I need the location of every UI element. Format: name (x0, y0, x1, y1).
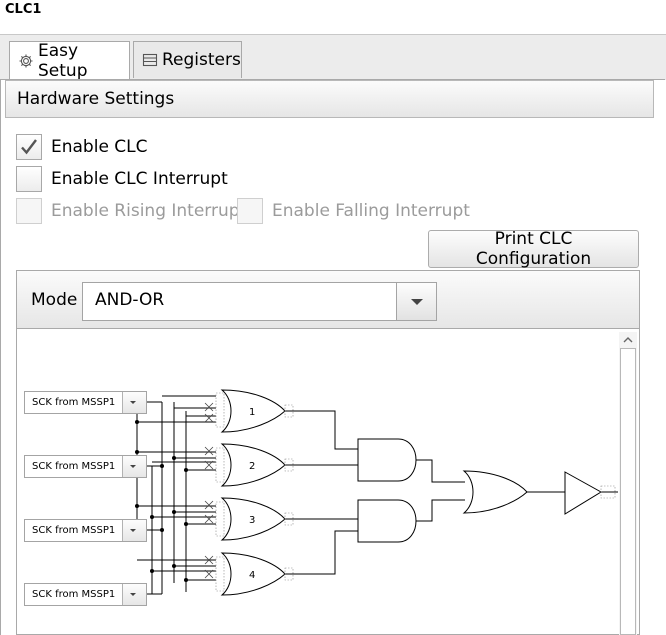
enable-falling-row: Enable Falling Interrupt (237, 198, 470, 224)
enable-rising-checkbox[interactable] (16, 198, 42, 224)
mode-select[interactable] (82, 282, 437, 321)
hardware-settings-header[interactable]: Hardware Settings (5, 80, 654, 118)
input-select-4-value: SCK from MSSP1 (32, 589, 116, 600)
mode-value: AND-OR (95, 290, 165, 310)
easy-setup-panel (0, 79, 665, 635)
enable-falling-checkbox[interactable] (237, 198, 263, 224)
enable-interrupt-row: Enable CLC Interrupt (16, 166, 228, 192)
input-select-2[interactable]: SCK from MSSP1 (24, 455, 147, 478)
input-select-2-value: SCK from MSSP1 (32, 461, 116, 472)
chevron-down-icon[interactable] (122, 456, 146, 477)
tab-easy-setup-label: Easy Setup (38, 40, 88, 81)
tab-registers[interactable]: Registers (133, 41, 242, 78)
window-title: CLC1 (5, 2, 42, 17)
checkmark-icon (21, 139, 37, 155)
gate-2-label: 2 (249, 461, 255, 472)
enable-clc-checkbox[interactable] (16, 134, 42, 160)
enable-clc-row: Enable CLC (16, 134, 148, 160)
enable-interrupt-label: Enable CLC Interrupt (51, 169, 228, 189)
mode-dropdown-arrow[interactable] (396, 282, 437, 321)
hardware-settings-title: Hardware Settings (17, 89, 175, 109)
input-select-3-value: SCK from MSSP1 (32, 525, 116, 536)
input-select-4[interactable]: SCK from MSSP1 (24, 583, 147, 606)
gate-4-label: 4 (249, 570, 255, 581)
input-select-1[interactable]: SCK from MSSP1 (24, 391, 147, 414)
mode-label: Mode (31, 290, 78, 310)
input-select-3[interactable]: SCK from MSSP1 (24, 519, 147, 542)
enable-interrupt-checkbox[interactable] (16, 166, 42, 192)
input-select-1-value: SCK from MSSP1 (32, 397, 116, 408)
chevron-down-icon[interactable] (122, 392, 146, 413)
print-clc-configuration-button[interactable]: Print CLC Configuration (428, 229, 639, 269)
tab-registers-label: Registers (162, 50, 241, 70)
enable-clc-label: Enable CLC (51, 137, 148, 157)
chevron-down-icon[interactable] (122, 584, 146, 605)
gate-1-label: 1 (249, 407, 255, 418)
tab-easy-setup[interactable]: Easy Setup (9, 40, 130, 81)
enable-rising-label: Enable Rising Interrupt (51, 201, 247, 221)
scroll-up-icon[interactable] (620, 333, 636, 347)
enable-rising-row: Enable Rising Interrupt (16, 198, 246, 224)
enable-falling-label: Enable Falling Interrupt (272, 201, 470, 221)
gear-icon (18, 53, 34, 69)
chevron-down-icon[interactable] (122, 520, 146, 541)
gate-3-label: 3 (249, 515, 255, 526)
list-icon (142, 52, 158, 68)
